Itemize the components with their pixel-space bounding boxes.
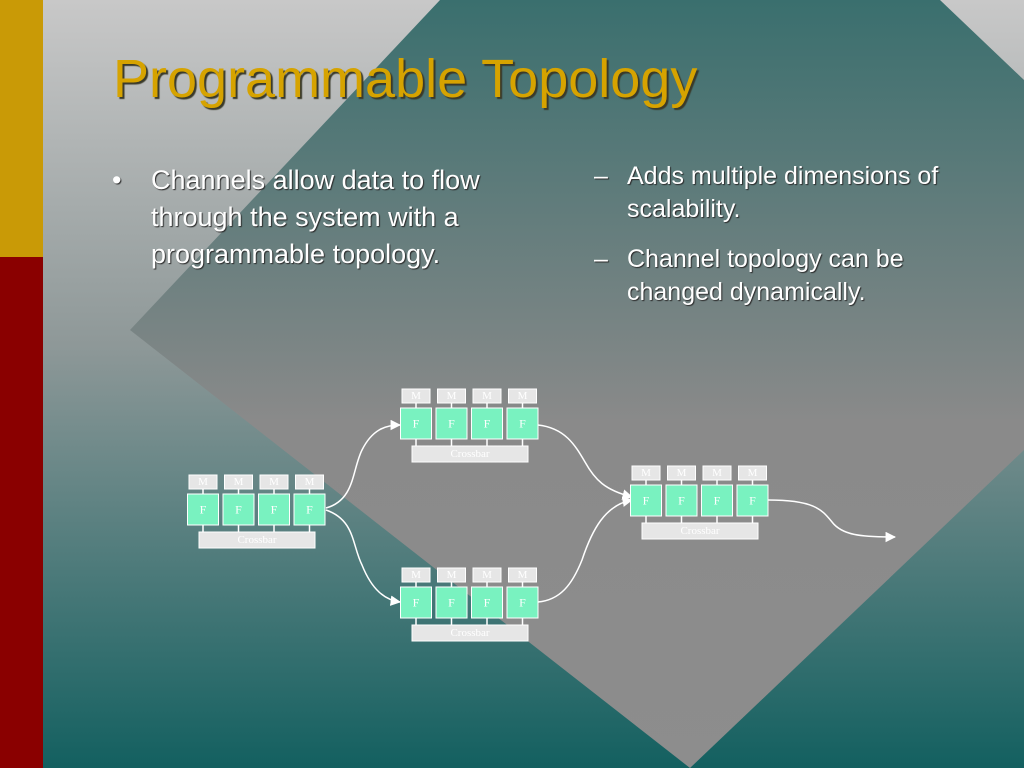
memory-block	[472, 567, 502, 583]
function-label: F	[484, 596, 491, 610]
cluster-bottom: M F M F M F M F Crossbar	[400, 567, 539, 642]
memory-block	[508, 388, 537, 404]
function-block	[665, 484, 698, 517]
memory-block	[401, 567, 431, 583]
function-label: F	[519, 596, 526, 610]
function-block	[222, 493, 255, 526]
function-label: F	[448, 417, 455, 431]
crossbar-block	[641, 522, 759, 540]
memory-block	[508, 567, 537, 583]
channel-left-to-top	[325, 419, 402, 509]
memory-block	[437, 567, 466, 583]
memory-block	[702, 465, 732, 481]
memory-block	[295, 474, 324, 490]
memory-label: M	[447, 569, 457, 581]
crossbar-block	[411, 445, 529, 463]
channel-connectors	[325, 419, 897, 606]
memory-block	[472, 388, 502, 404]
function-label: F	[413, 417, 420, 431]
memory-label: M	[482, 390, 492, 402]
sidebar-red-bar	[0, 257, 43, 768]
memory-label: M	[269, 476, 279, 488]
crossbar-label: Crossbar	[237, 534, 276, 546]
function-label: F	[235, 503, 242, 517]
memory-block	[188, 474, 218, 490]
memory-label: M	[482, 569, 492, 581]
bullet-text: Channels allow data to flow through the …	[151, 165, 480, 269]
memory-block	[224, 474, 253, 490]
function-block	[630, 484, 662, 517]
memory-label: M	[411, 569, 421, 581]
memory-label: M	[305, 476, 315, 488]
function-block	[435, 586, 468, 619]
function-label: F	[519, 417, 526, 431]
crossbar-block	[198, 531, 316, 549]
function-block	[258, 493, 290, 526]
function-block	[736, 484, 769, 517]
sidebar-gold-bar	[0, 0, 43, 257]
memory-label: M	[712, 467, 722, 479]
memory-label: M	[518, 569, 528, 581]
function-label: F	[200, 503, 207, 517]
function-block	[187, 493, 219, 526]
function-block	[400, 586, 432, 619]
memory-label: M	[748, 467, 758, 479]
function-block	[506, 407, 539, 440]
function-block	[471, 586, 503, 619]
memory-label: M	[518, 390, 528, 402]
page-title: Programmable Topology	[113, 49, 698, 109]
function-label: F	[678, 494, 685, 508]
function-block	[506, 586, 539, 619]
memory-label: M	[447, 390, 457, 402]
crossbar-label: Crossbar	[450, 627, 489, 639]
function-block	[701, 484, 733, 517]
memory-label: M	[411, 390, 421, 402]
function-label: F	[484, 417, 491, 431]
function-block	[293, 493, 326, 526]
function-label: F	[643, 494, 650, 508]
function-block	[471, 407, 503, 440]
channel-right-output	[767, 499, 897, 543]
cluster-left: M F M F M F M F Crossbar	[187, 474, 326, 549]
crossbar-label: Crossbar	[680, 525, 719, 537]
channel-left-to-bottom	[325, 509, 402, 606]
function-label: F	[448, 596, 455, 610]
function-block	[435, 407, 468, 440]
memory-label: M	[641, 467, 651, 479]
cluster-right: M F M F M F M F Crossbar	[630, 465, 769, 540]
function-label: F	[749, 494, 756, 508]
function-label: F	[714, 494, 721, 508]
dash-marker: –	[594, 162, 608, 190]
memory-block	[259, 474, 289, 490]
function-label: F	[306, 503, 313, 517]
channel-top-to-right	[537, 424, 634, 500]
memory-label: M	[198, 476, 208, 488]
dash-marker: –	[594, 245, 608, 273]
subpoint-text: Channel topology can be changed dynamica…	[627, 245, 904, 306]
crossbar-label: Crossbar	[450, 448, 489, 460]
memory-block	[437, 388, 466, 404]
bullet-marker: •	[112, 165, 122, 195]
memory-block	[631, 465, 661, 481]
memory-block	[401, 388, 431, 404]
cluster-top: M F M F M F M F Crossbar	[400, 388, 539, 463]
memory-block	[667, 465, 696, 481]
crossbar-block	[411, 624, 529, 642]
memory-label: M	[677, 467, 687, 479]
channel-bottom-to-right	[537, 496, 634, 603]
memory-block	[738, 465, 767, 481]
function-label: F	[413, 596, 420, 610]
function-block	[400, 407, 432, 440]
subpoint-text: Adds multiple dimensions of scalability.	[627, 162, 939, 223]
function-label: F	[271, 503, 278, 517]
memory-label: M	[234, 476, 244, 488]
